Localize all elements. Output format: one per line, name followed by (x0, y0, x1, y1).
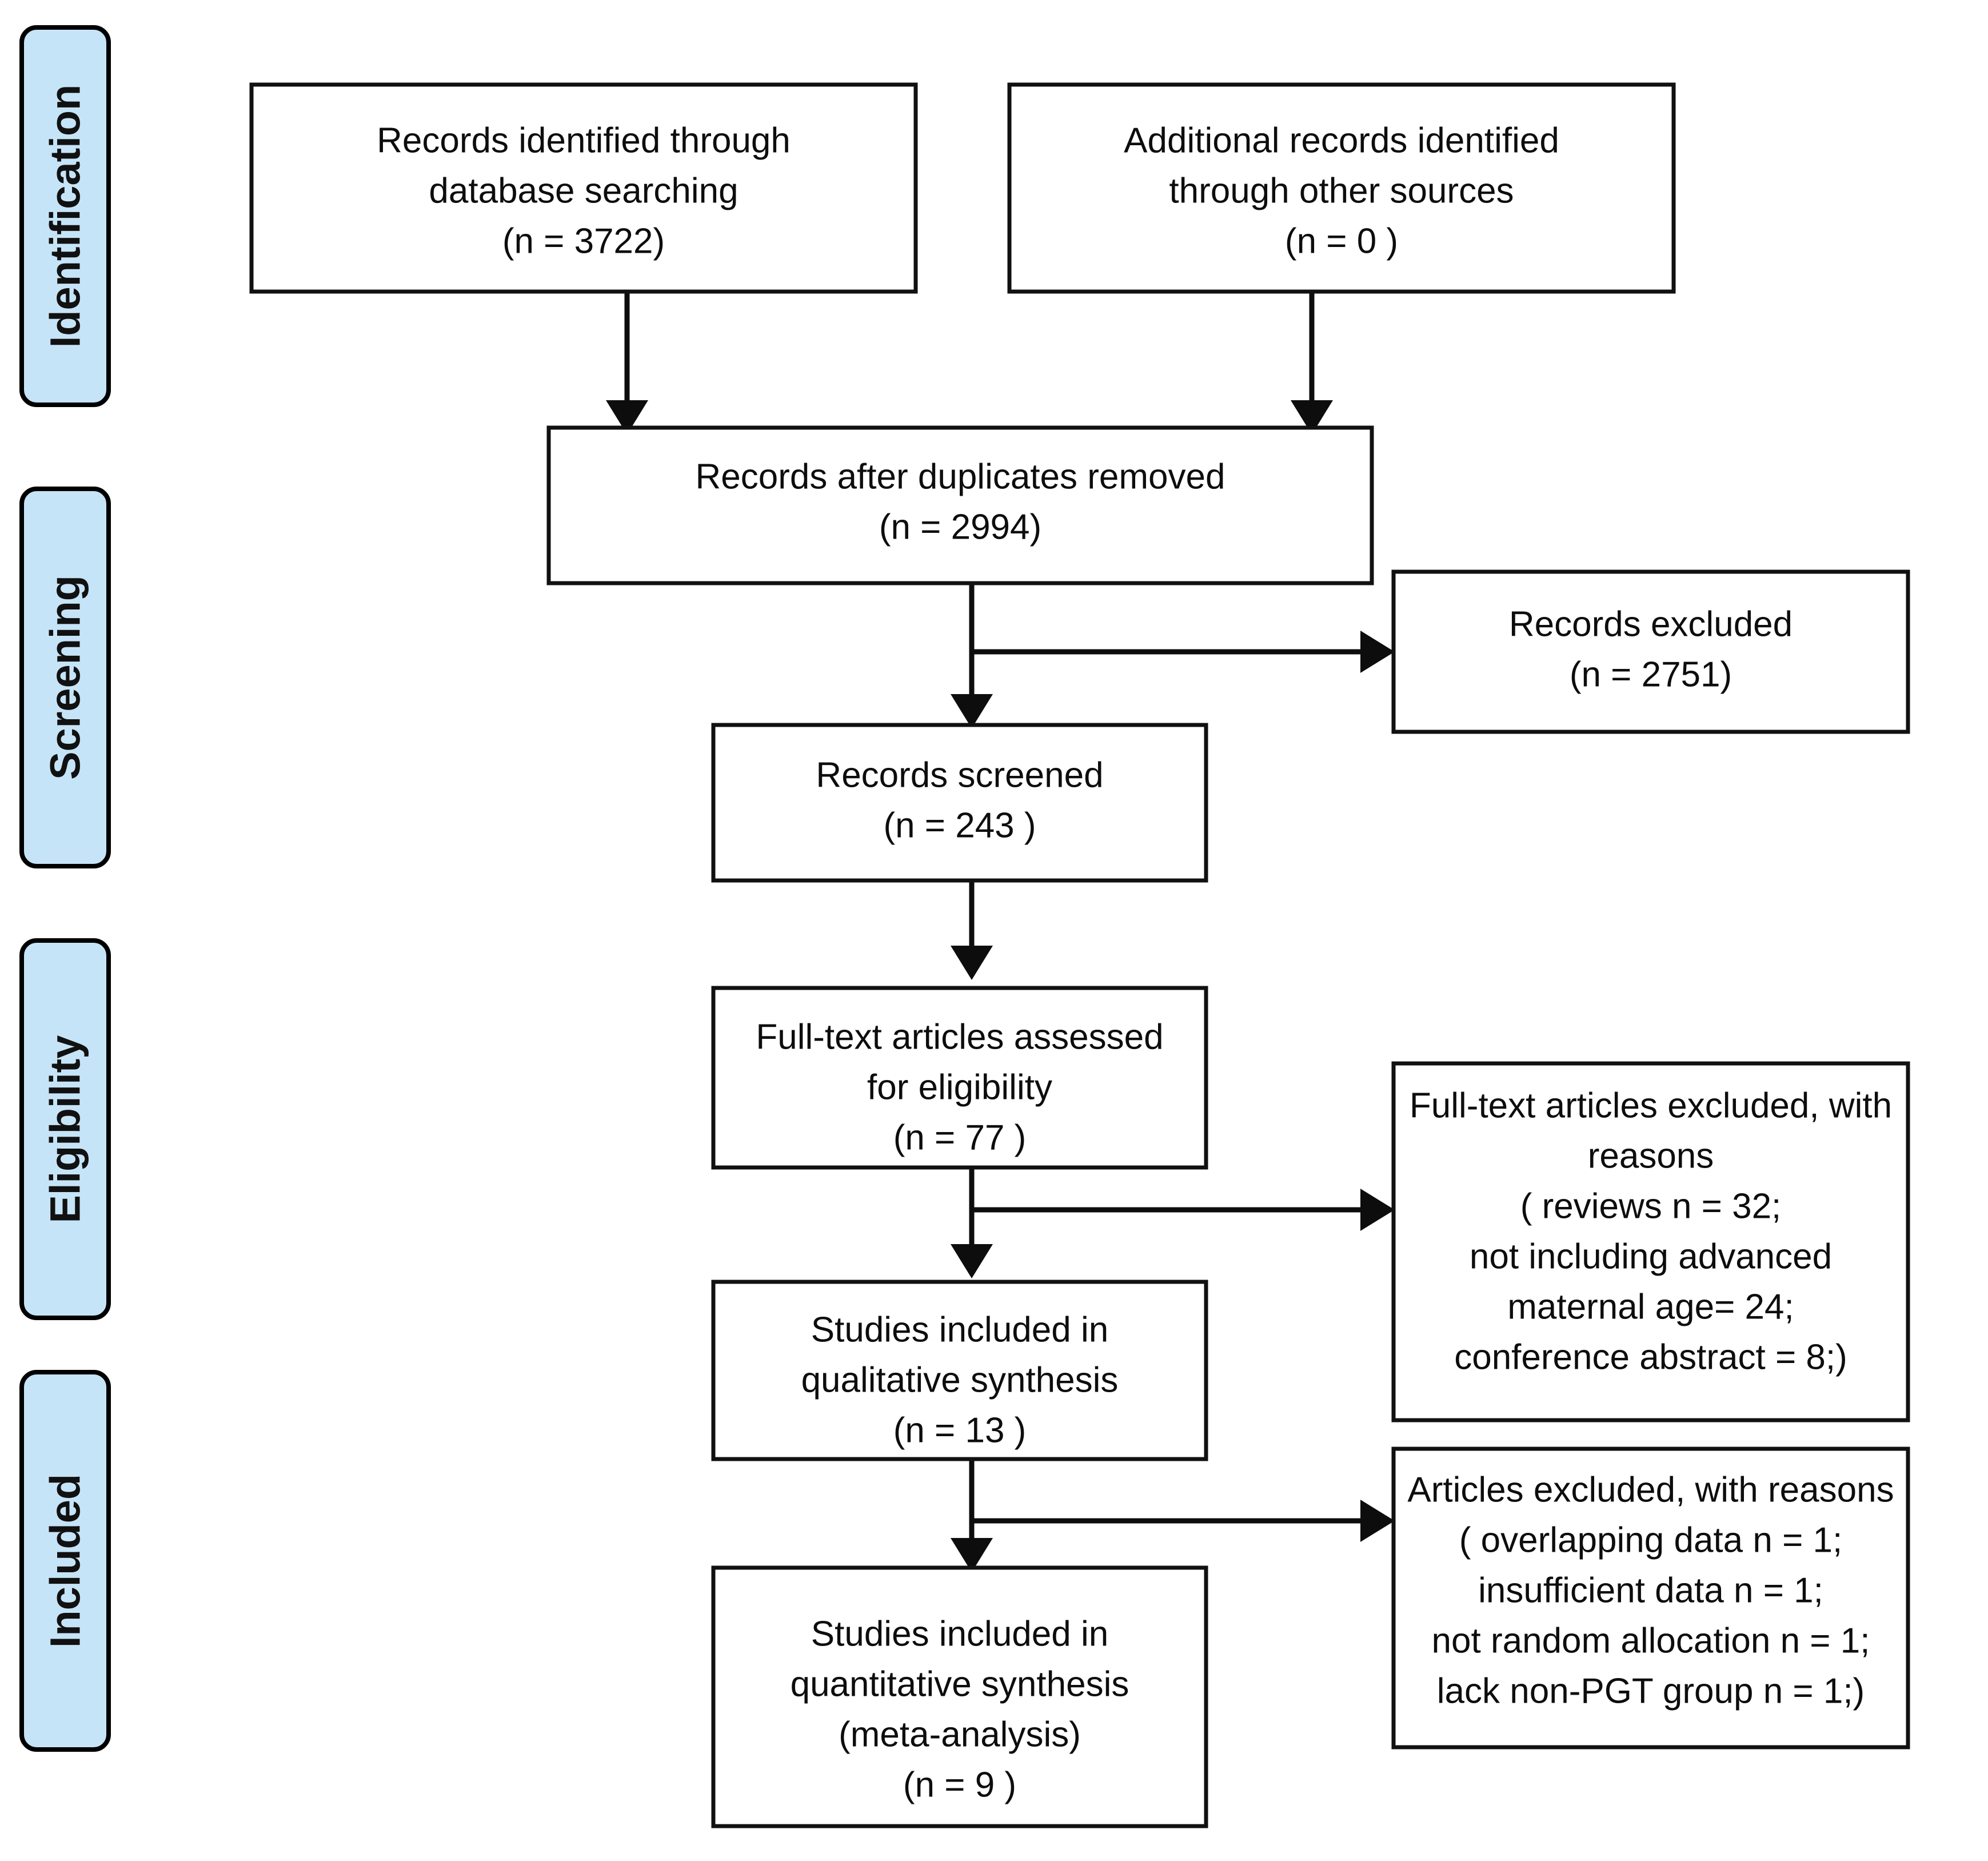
box-additional-records-other-sources: Additional records identified through ot… (1007, 82, 1676, 294)
box-line: qualitative synthesis (801, 1360, 1119, 1400)
box-line: (n = 77 ) (893, 1118, 1027, 1157)
box-records-identified-database: Records identified through database sear… (249, 82, 918, 294)
box-quantitative-synthesis: Studies included in quantitative synthes… (711, 1565, 1208, 1828)
box-line: (n = 2751) (1570, 655, 1732, 694)
box-rect-records-other (1007, 82, 1676, 294)
box-rect-articles-excluded (1391, 1446, 1910, 1750)
box-rect-qualitative (711, 1280, 1208, 1461)
box-line: through other sources (1169, 171, 1514, 210)
arrowhead-duplicates-to-excluded (1360, 631, 1395, 673)
box-fulltext-articles-assessed: Full-text articles assessed for eligibil… (711, 986, 1208, 1170)
box-rect-fulltext-assessed (711, 986, 1208, 1170)
stage-box-identification (19, 25, 111, 407)
box-rect-records-db (249, 82, 918, 294)
box-articles-excluded: Articles excluded, with reasons ( overla… (1391, 1446, 1910, 1750)
box-records-after-duplicates-removed: Records after duplicates removed (n = 29… (546, 425, 1374, 585)
box-line: ( overlapping data n = 1; (1459, 1520, 1842, 1560)
box-records-excluded: Records excluded (n = 2751) (1391, 569, 1910, 734)
arrowhead-screened-to-fulltext (951, 946, 993, 980)
box-line: Records screened (816, 755, 1103, 795)
box-line: (n = 13 ) (893, 1410, 1027, 1450)
box-line: maternal age= 24; (1507, 1287, 1794, 1326)
box-line: Additional records identified (1124, 121, 1559, 160)
box-line: not random allocation n = 1; (1432, 1621, 1870, 1660)
arrowhead-duplicates-to-screened (951, 694, 993, 728)
box-line: ( reviews n = 32; (1520, 1186, 1782, 1226)
arrowhead-fulltext-to-qualitative (951, 1244, 993, 1278)
box-line: database searching (429, 171, 738, 210)
arrowhead-qualitative-to-quantitative (951, 1538, 993, 1572)
box-line: (n = 243 ) (883, 806, 1036, 845)
arrowhead-db-to-duplicates (606, 400, 648, 435)
box-line: quantitative synthesis (791, 1664, 1129, 1704)
box-line: lack non-PGT group n = 1;) (1437, 1671, 1865, 1711)
box-rect-records-screened (711, 723, 1208, 883)
stage-label-eligibility: Eligibility (19, 938, 111, 1320)
stage-box-screening (19, 487, 111, 868)
arrowhead-fulltext-to-fulltext-excluded (1360, 1189, 1395, 1231)
box-fulltext-articles-excluded: Full-text articles excluded, with reason… (1391, 1061, 1910, 1422)
arrowhead-other-to-duplicates (1291, 400, 1333, 435)
box-line: Full-text articles assessed (756, 1017, 1163, 1057)
box-line: Studies included in (811, 1614, 1108, 1653)
box-line: insufficient data n = 1; (1478, 1571, 1823, 1610)
box-line: (n = 2994) (879, 507, 1041, 547)
stage-text-identification: Identification (42, 85, 89, 348)
stage-box-eligibility (19, 938, 111, 1320)
box-line: for eligibility (867, 1067, 1052, 1107)
stage-text-eligibility: Eligibility (42, 1035, 89, 1224)
stage-label-included: Included (19, 1370, 111, 1752)
stage-label-screening: Screening (19, 487, 111, 868)
box-line: Articles excluded, with reasons (1407, 1470, 1894, 1509)
box-line: Records after duplicates removed (695, 457, 1225, 496)
box-records-screened: Records screened (n = 243 ) (711, 723, 1208, 883)
box-qualitative-synthesis: Studies included in qualitative synthesi… (711, 1280, 1208, 1461)
box-rect-quantitative (711, 1565, 1208, 1828)
stage-label-identification: Identification (19, 25, 111, 407)
box-line: (n = 3722) (502, 221, 665, 261)
box-line: (n = 0 ) (1285, 221, 1398, 261)
box-line: Studies included in (811, 1310, 1108, 1349)
box-line: Records identified through (377, 121, 791, 160)
arrowhead-qualitative-to-articles-excluded (1360, 1500, 1395, 1542)
stage-text-included: Included (42, 1474, 89, 1648)
box-rect-duplicates (546, 425, 1374, 585)
stage-box-included (19, 1370, 111, 1752)
box-line: (meta-analysis) (839, 1715, 1081, 1754)
box-line: (n = 9 ) (903, 1765, 1016, 1804)
box-rect-fulltext-excluded (1391, 1061, 1910, 1422)
box-line: reasons (1588, 1136, 1714, 1175)
box-line: Full-text articles excluded, with (1410, 1086, 1892, 1125)
box-line: conference abstract = 8;) (1454, 1337, 1847, 1377)
stage-text-screening: Screening (42, 575, 89, 780)
box-line: Records excluded (1509, 604, 1793, 644)
box-rect-records-excluded (1391, 569, 1910, 734)
box-line: not including advanced (1470, 1237, 1832, 1276)
